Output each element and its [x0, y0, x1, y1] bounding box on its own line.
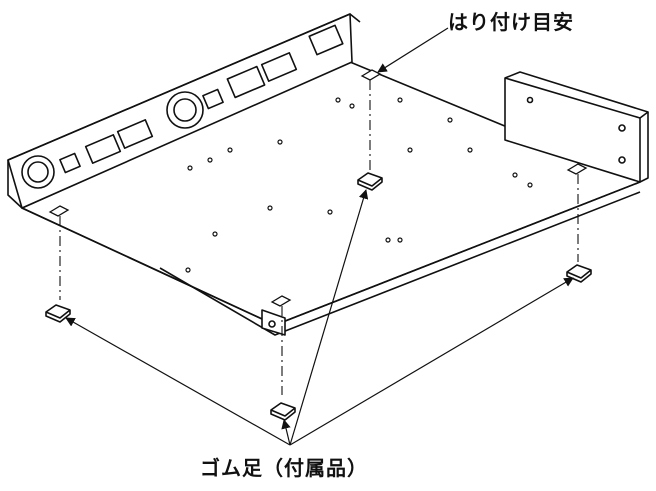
fan-left	[21, 155, 55, 189]
rubber-feet-label: ゴム足（付属品）	[200, 456, 368, 480]
connector-5	[226, 65, 266, 99]
guide-mark-front-left	[270, 295, 292, 307]
connector-1	[59, 152, 81, 174]
power-inlet	[308, 24, 344, 56]
plate-edge-lower	[159, 191, 641, 336]
rubber-foot-4	[270, 402, 296, 421]
guide-mark-rear-right	[360, 69, 382, 81]
mounting-guide-marks	[48, 69, 588, 307]
dash-guide-lines	[59, 80, 579, 395]
leader-lines	[65, 27, 574, 446]
rack-ear-left	[261, 309, 286, 336]
guide-mark-rear-left	[48, 205, 70, 217]
guide-mark-front-right	[566, 163, 588, 175]
leader-mounting-guide	[377, 27, 449, 73]
leader-foot-1	[289, 189, 369, 446]
connector-6	[260, 52, 298, 82]
fan-right	[166, 91, 204, 129]
connector-4	[202, 88, 224, 110]
chassis	[7, 13, 649, 336]
rubber-feet	[45, 172, 592, 421]
rubber-foot-1	[357, 172, 383, 191]
connector-3	[116, 119, 154, 149]
connector-2	[84, 134, 122, 164]
leader-foot-3	[289, 277, 574, 446]
screw-holes	[185, 97, 533, 273]
mounting-guide-label: はり付け目安	[448, 10, 574, 34]
leader-foot-2	[65, 317, 291, 446]
rubber-foot-2	[45, 304, 71, 323]
leader-foot-4	[281, 419, 291, 446]
